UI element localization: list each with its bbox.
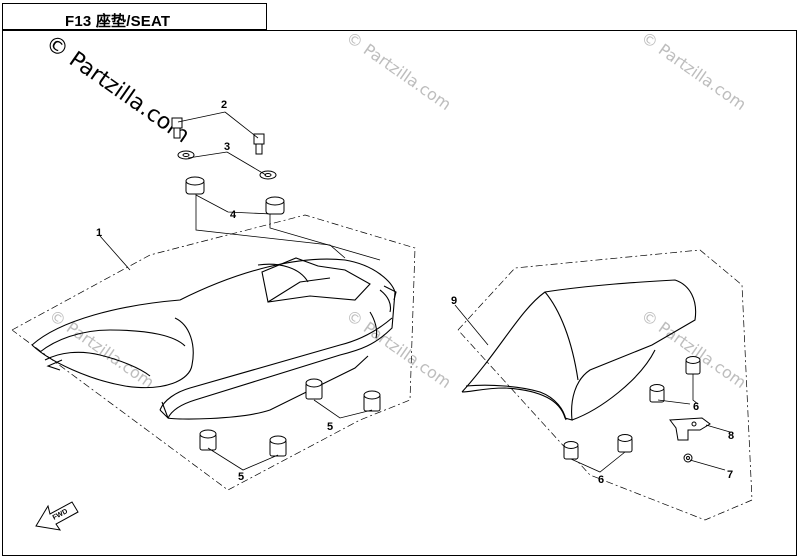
watermark-faint-text: © Partzilla.com bbox=[46, 306, 158, 392]
fwd-arrow-icon: FWD bbox=[35, 501, 79, 531]
callout-4: 4 bbox=[230, 209, 237, 221]
callout-1: 1 bbox=[96, 227, 102, 239]
seat-1-boundary bbox=[11, 214, 416, 491]
callout-2: 2 bbox=[221, 99, 227, 111]
callout-8: 8 bbox=[728, 430, 734, 442]
bolt-2 bbox=[171, 117, 265, 155]
bracket-8 bbox=[669, 417, 711, 441]
callout-6: 6 bbox=[693, 401, 699, 413]
leader-lines bbox=[99, 111, 731, 473]
rubber-foot-6 bbox=[563, 356, 701, 460]
watermark-faint-group: © Partzilla.com © Partzilla.com © Partzi… bbox=[46, 28, 750, 392]
washer-3 bbox=[177, 150, 277, 180]
watermark-faint-text: © Partzilla.com bbox=[638, 306, 750, 392]
watermark-faint-text: © Partzilla.com bbox=[343, 28, 455, 114]
callout-9: 9 bbox=[451, 295, 457, 307]
callout-5: 5 bbox=[327, 421, 333, 433]
front-seat-9 bbox=[461, 279, 697, 421]
rubber-foot-5 bbox=[199, 378, 381, 457]
rear-seat-1 bbox=[31, 257, 397, 420]
grommet-4 bbox=[185, 176, 285, 215]
seat-9-boundary bbox=[457, 249, 753, 521]
page-title: F13 座垫/SEAT bbox=[65, 13, 171, 30]
callout-5: 5 bbox=[238, 471, 244, 483]
watermark-faint-text: © Partzilla.com bbox=[638, 28, 750, 114]
callout-6: 6 bbox=[598, 474, 604, 486]
callout-7: 7 bbox=[727, 469, 733, 481]
diagram-frame bbox=[2, 30, 797, 556]
callout-numbers: 1 2 3 4 5 5 6 6 7 8 9 bbox=[96, 99, 734, 486]
watermark-main: © Partzilla.com bbox=[41, 30, 194, 148]
nut-7 bbox=[683, 453, 693, 463]
title-box: F13 座垫/SEAT bbox=[2, 3, 267, 30]
watermark-text: © Partzilla.com bbox=[41, 30, 194, 148]
callout-3: 3 bbox=[224, 141, 230, 153]
